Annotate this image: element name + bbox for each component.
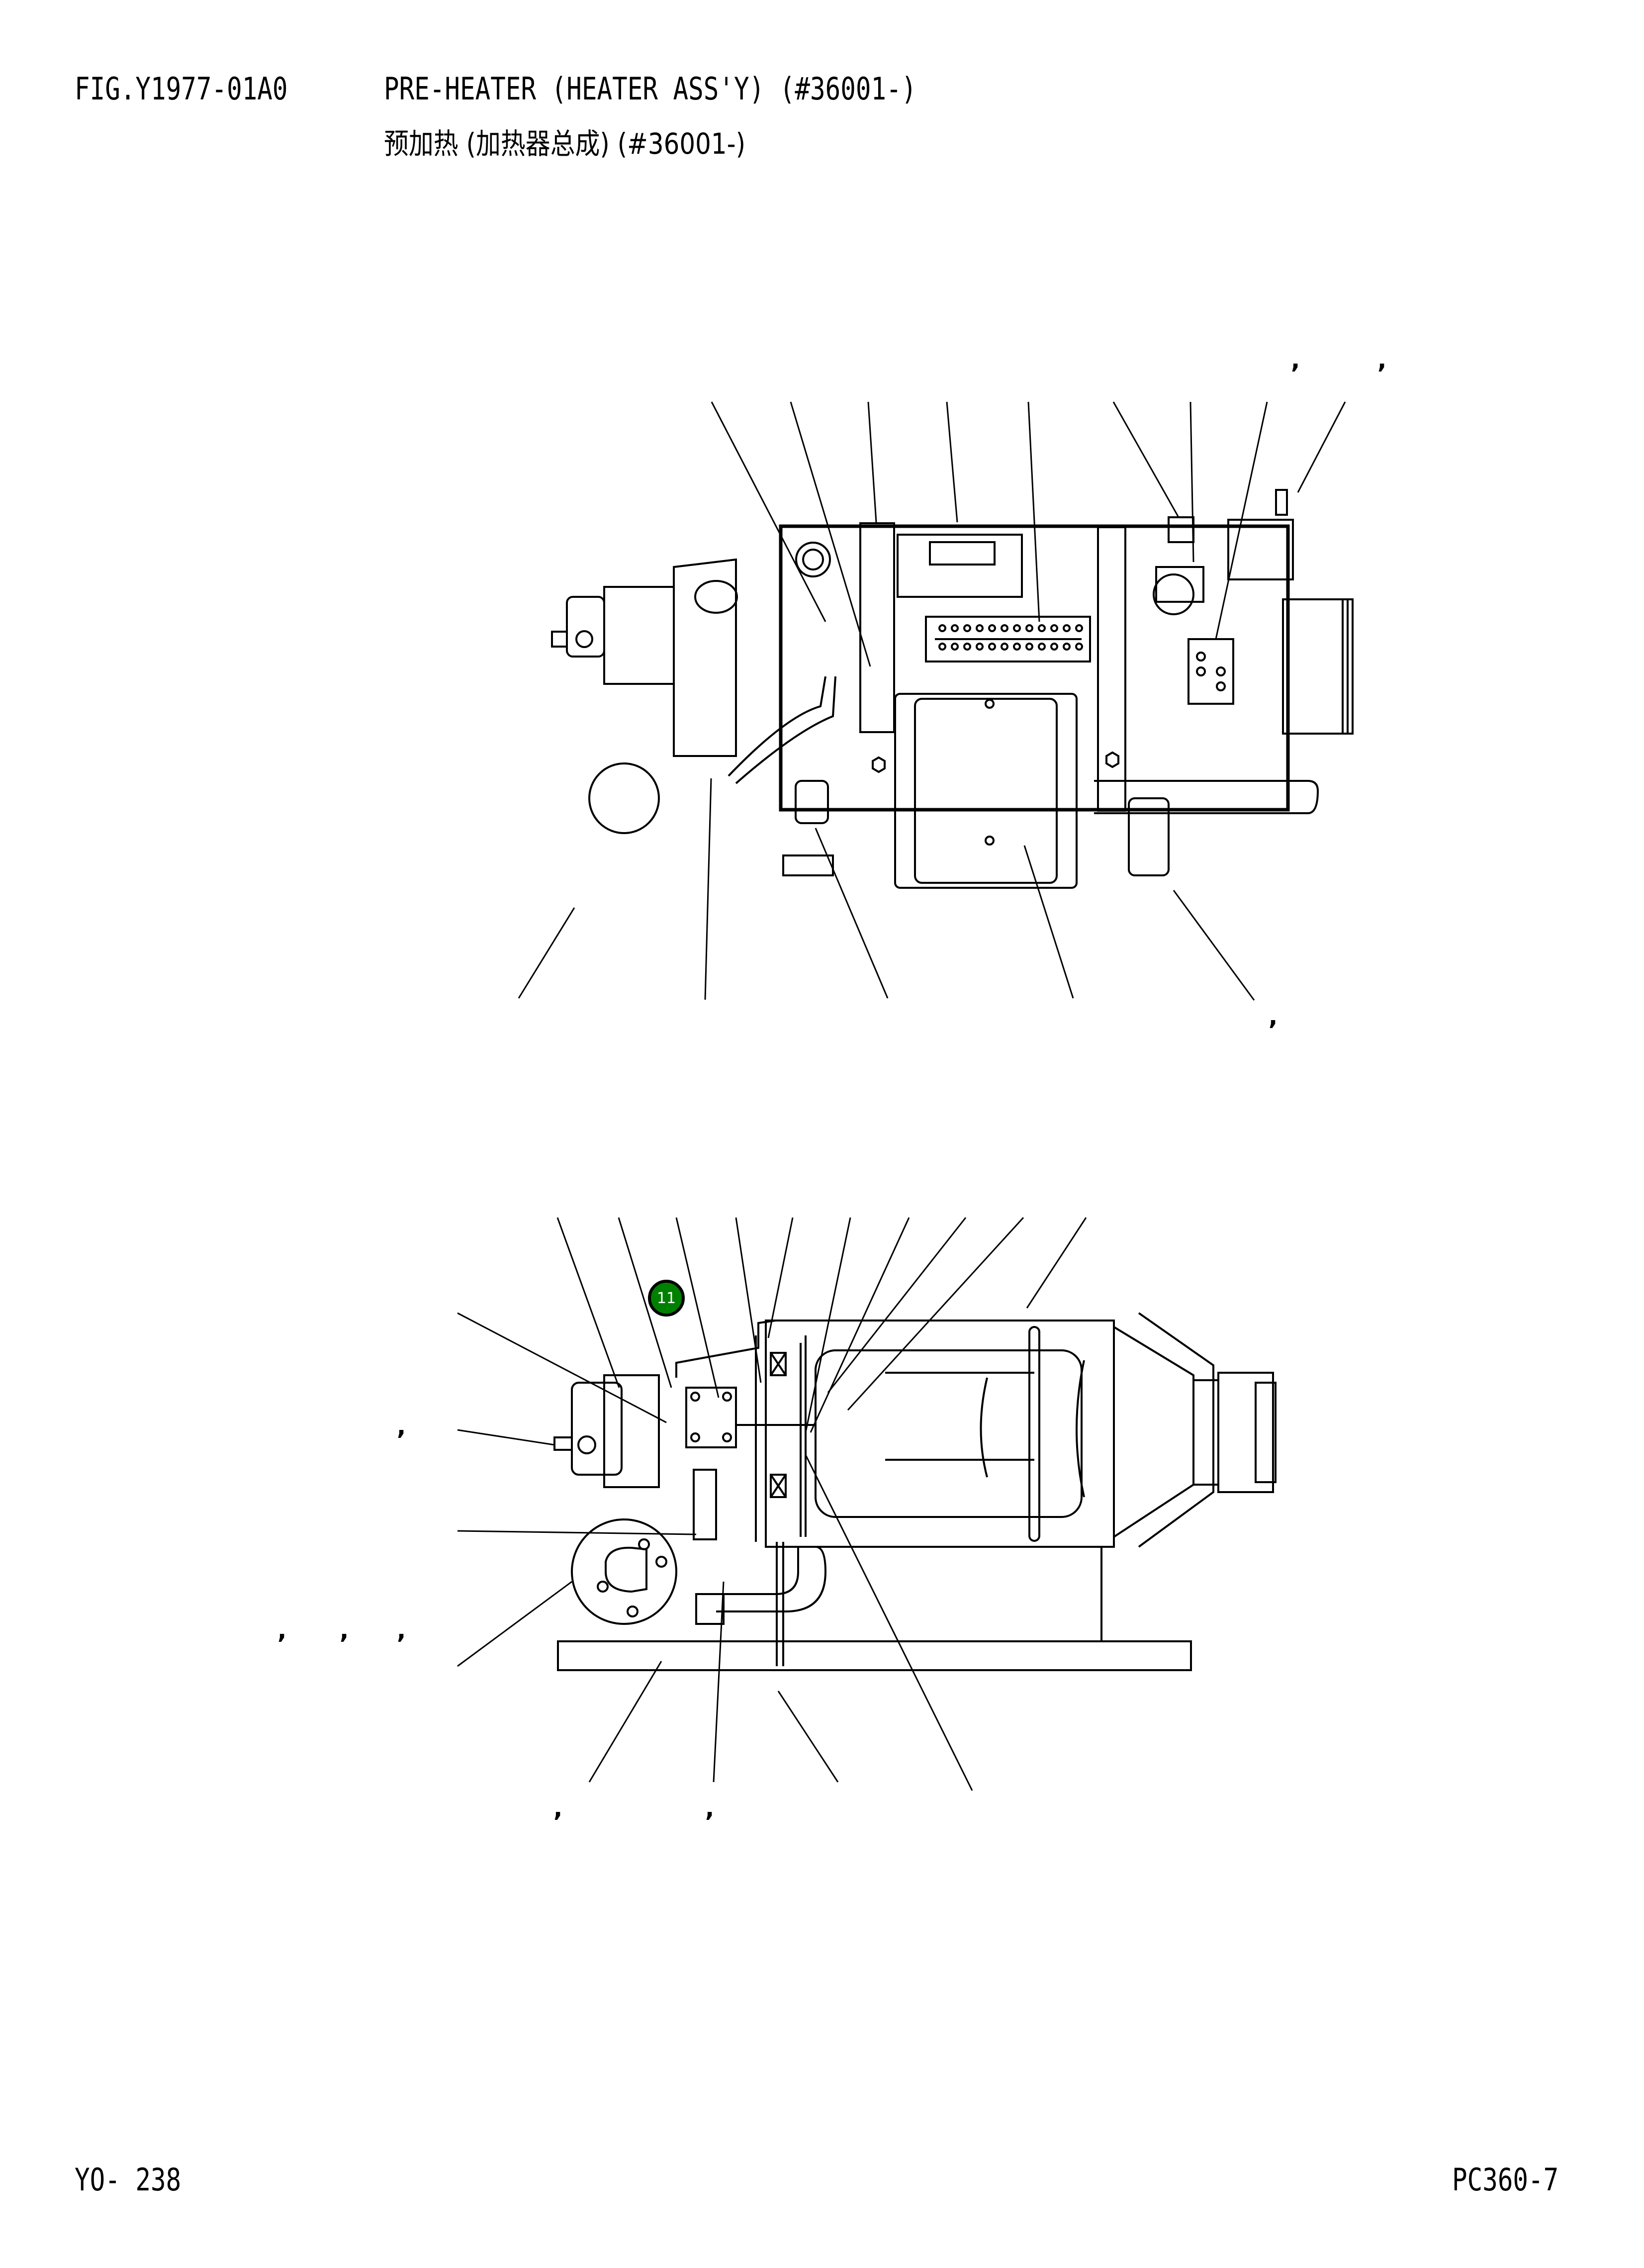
callout-badge-11[interactable]: 11 bbox=[648, 1280, 685, 1317]
top-view-diagram bbox=[518, 401, 1354, 1001]
figure-number: FIG.Y1977-01A0 bbox=[75, 71, 288, 107]
comma-mark: , bbox=[340, 1616, 349, 1644]
comma-mark: , bbox=[1269, 1003, 1278, 1031]
section-view-leader-lines-left bbox=[457, 1312, 697, 1667]
comma-mark: , bbox=[553, 1795, 563, 1822]
comma-mark: , bbox=[1377, 346, 1387, 374]
section-view-leader-lines-upper bbox=[556, 1217, 1087, 1433]
page-title-english: PRE-HEATER (HEATER ASS'Y) (#36001-) bbox=[384, 71, 917, 107]
section-view-leader-lines-lower bbox=[588, 1454, 973, 1791]
comma-mark: , bbox=[1291, 346, 1300, 374]
top-view-leader-lines-lower bbox=[518, 778, 1255, 1001]
page-title-chinese: 预加热 (加热器总成) (#36001-) bbox=[384, 127, 746, 161]
comma-mark: , bbox=[705, 1795, 715, 1822]
section-view-diagram bbox=[457, 1217, 1277, 1791]
comma-mark: , bbox=[397, 1413, 406, 1440]
comma-mark: , bbox=[397, 1616, 406, 1644]
terminal-block-screws bbox=[938, 624, 1083, 651]
machine-model: PC360-7 bbox=[1452, 2162, 1559, 2198]
top-view-leader-lines-upper bbox=[711, 401, 1346, 667]
comma-mark: , bbox=[277, 1616, 287, 1644]
page-number: YO- 238 bbox=[75, 2162, 182, 2198]
callout-badge-label: 11 bbox=[656, 1289, 676, 1307]
